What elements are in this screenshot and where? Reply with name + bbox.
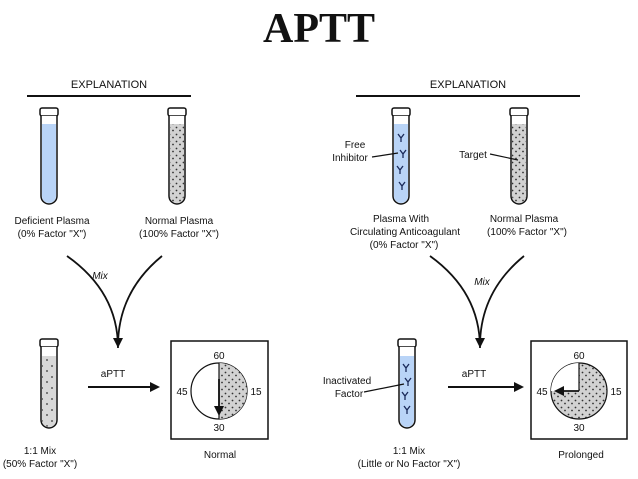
right-normal-plasma-label: Normal Plasma [490,214,559,225]
inactivated-pointer [363,383,405,393]
normal-result-label: Normal [204,450,236,461]
left-clock-30: 30 [213,423,225,434]
page-title: APTT [263,6,375,52]
right-normal-plasma-factor: (100% Factor "X") [487,227,567,238]
left-mix-label: Mix [92,271,109,282]
prolonged-result-label: Prolonged [558,450,604,461]
right-mix-curve-right [475,255,525,348]
inactivated-factor-icon [401,363,412,414]
right-mix-factor: (Little or No Factor "X") [358,459,461,470]
normal-plasma-label: Normal Plasma [145,216,214,227]
inhibitor-plasma-label-3: (0% Factor "X") [370,240,439,251]
right-clock-15: 15 [610,387,622,398]
inhibitor-plasma-tube [391,107,411,205]
free-inhibitor-pointer [371,152,399,158]
right-mix-curve-left [429,255,481,349]
inactivated-label-2: Factor [335,389,364,400]
left-clock-45: 45 [176,387,188,398]
deficient-plasma-label: Deficient Plasma [14,216,89,227]
normal-plasma-tube [167,107,187,205]
left-explanation-heading: EXPLANATION [71,79,147,91]
left-mix-factor: (50% Factor "X") [3,459,77,470]
right-mix-label: Mix [474,277,491,288]
right-mix-ratio: 1:1 Mix [393,446,425,457]
right-clock-30: 30 [573,423,585,434]
deficient-plasma-factor: (0% Factor "X") [18,229,87,240]
right-mix-tube [397,338,417,429]
mix-curve-left [66,255,119,349]
target-label: Target [459,150,487,161]
inactivated-label-1: Inactivated [323,376,371,387]
inhibitor-antibody-icon [396,133,407,190]
normal-clock [170,340,269,440]
target-plasma-tube [509,107,529,205]
mix-curve-right [113,255,163,348]
left-aptt-label: aPTT [101,369,125,380]
normal-plasma-factor: (100% Factor "X") [139,229,219,240]
target-pointer [489,153,519,161]
left-clock-60: 60 [213,351,225,362]
inhibitor-plasma-label-1: Plasma With [373,214,429,225]
right-panel: EXPLANATION Free Inhibitor Plasma With C… [323,79,628,470]
inhibitor-plasma-label-2: Circulating Anticoagulant [350,227,460,238]
right-clock-60: 60 [573,351,585,362]
free-inhibitor-label-2: Inhibitor [332,153,368,164]
right-explanation-heading: EXPLANATION [430,79,506,91]
left-mix-ratio: 1:1 Mix [24,446,56,457]
deficient-plasma-tube [39,107,59,205]
left-clock-15: 15 [250,387,262,398]
prolonged-clock [530,340,628,440]
free-inhibitor-label-1: Free [345,140,366,151]
left-mix-tube [39,338,59,429]
left-panel: EXPLANATION Deficient Plasma (0% Factor … [3,79,269,470]
right-clock-45: 45 [536,387,548,398]
right-aptt-label: aPTT [462,369,486,380]
